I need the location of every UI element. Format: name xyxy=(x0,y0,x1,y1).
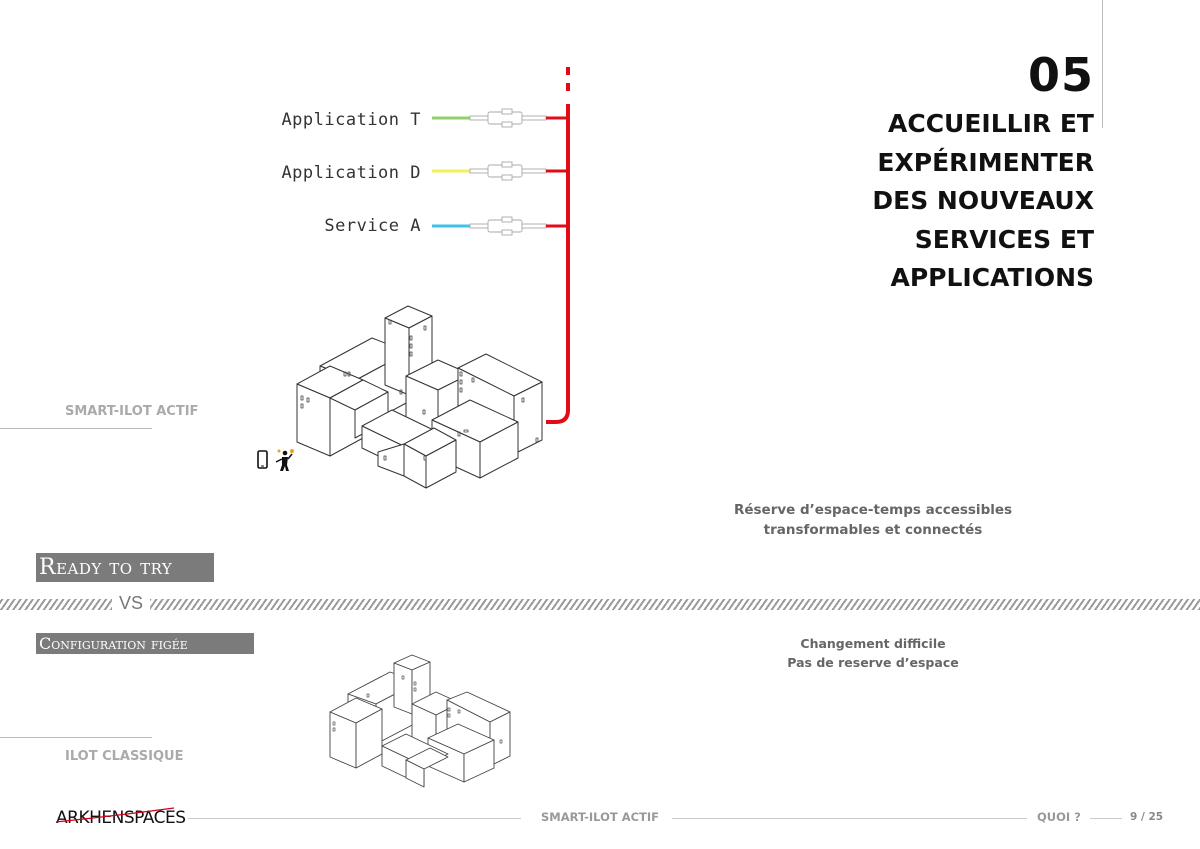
app-connector xyxy=(432,161,568,181)
classic-ilot-rule xyxy=(0,737,152,738)
smart-ilot-label: SMART-ILOT ACTIF xyxy=(65,404,199,419)
section-title: ACCUEILLIR ET EXPÉRIMENTER DES NOUVEAUX … xyxy=(794,105,1094,298)
app-connector xyxy=(432,108,568,128)
title-line: SERVICES ET xyxy=(914,224,1094,254)
logo-text: ARKHENSPACES xyxy=(56,808,186,828)
app-label-d: Application D xyxy=(281,163,421,183)
footer-chapter-label: QUOI ? xyxy=(1037,810,1081,824)
page-total: / 25 xyxy=(1140,811,1164,823)
footer-rule-middle xyxy=(672,818,1027,819)
classic-ilot-buildings xyxy=(329,654,511,788)
vs-label: VS xyxy=(119,593,144,613)
footer-rule-left xyxy=(188,818,521,819)
footer-section-label: SMART-ILOT ACTIF xyxy=(541,810,660,824)
app-connector xyxy=(432,216,568,236)
caption-line: Pas de reserve d’espace xyxy=(787,655,959,670)
page-number: 9 xyxy=(1130,811,1138,823)
footer-rule-right xyxy=(1090,818,1122,819)
arkhenspaces-logo: ARKHENSPACES xyxy=(55,807,186,828)
ready-to-try-banner: Ready to try xyxy=(36,553,214,582)
person-icon xyxy=(275,449,294,471)
caption-line: Réserve d’espace-temps accessibles xyxy=(733,502,1013,518)
hatch-divider-left xyxy=(0,599,112,610)
classic-ilot-caption: Changement difficile Pas de reserve d’es… xyxy=(787,634,958,672)
smart-ilot-rule xyxy=(0,428,152,429)
configuration-figee-banner: Configuration figée xyxy=(36,633,254,654)
title-line: DES NOUVEAUX xyxy=(872,186,1094,215)
caption-line: transformables et connectés xyxy=(763,522,983,538)
title-line: ACCUEILLIR ET xyxy=(888,109,1094,138)
title-line: EXPÉRIMENTER xyxy=(877,147,1094,177)
smart-ilot-caption: Réserve d’espace-temps accessibles trans… xyxy=(734,500,1012,540)
phone-icon xyxy=(257,450,268,469)
smart-ilot-buildings xyxy=(296,305,543,489)
title-line: APPLICATIONS xyxy=(890,263,1094,292)
caption-line: Changement difficile xyxy=(800,636,946,651)
network-bus xyxy=(546,67,570,424)
title-divider xyxy=(1102,0,1103,128)
app-label-t: Application T xyxy=(281,110,421,130)
logo-swoosh xyxy=(55,807,175,823)
service-label-a: Service A xyxy=(324,216,421,236)
hatch-divider-right xyxy=(150,599,1200,610)
classic-ilot-label: ILOT CLASSIQUE xyxy=(65,749,184,764)
page-counter: 9 / 25 xyxy=(1130,811,1163,823)
section-number: 05 xyxy=(1027,48,1094,102)
